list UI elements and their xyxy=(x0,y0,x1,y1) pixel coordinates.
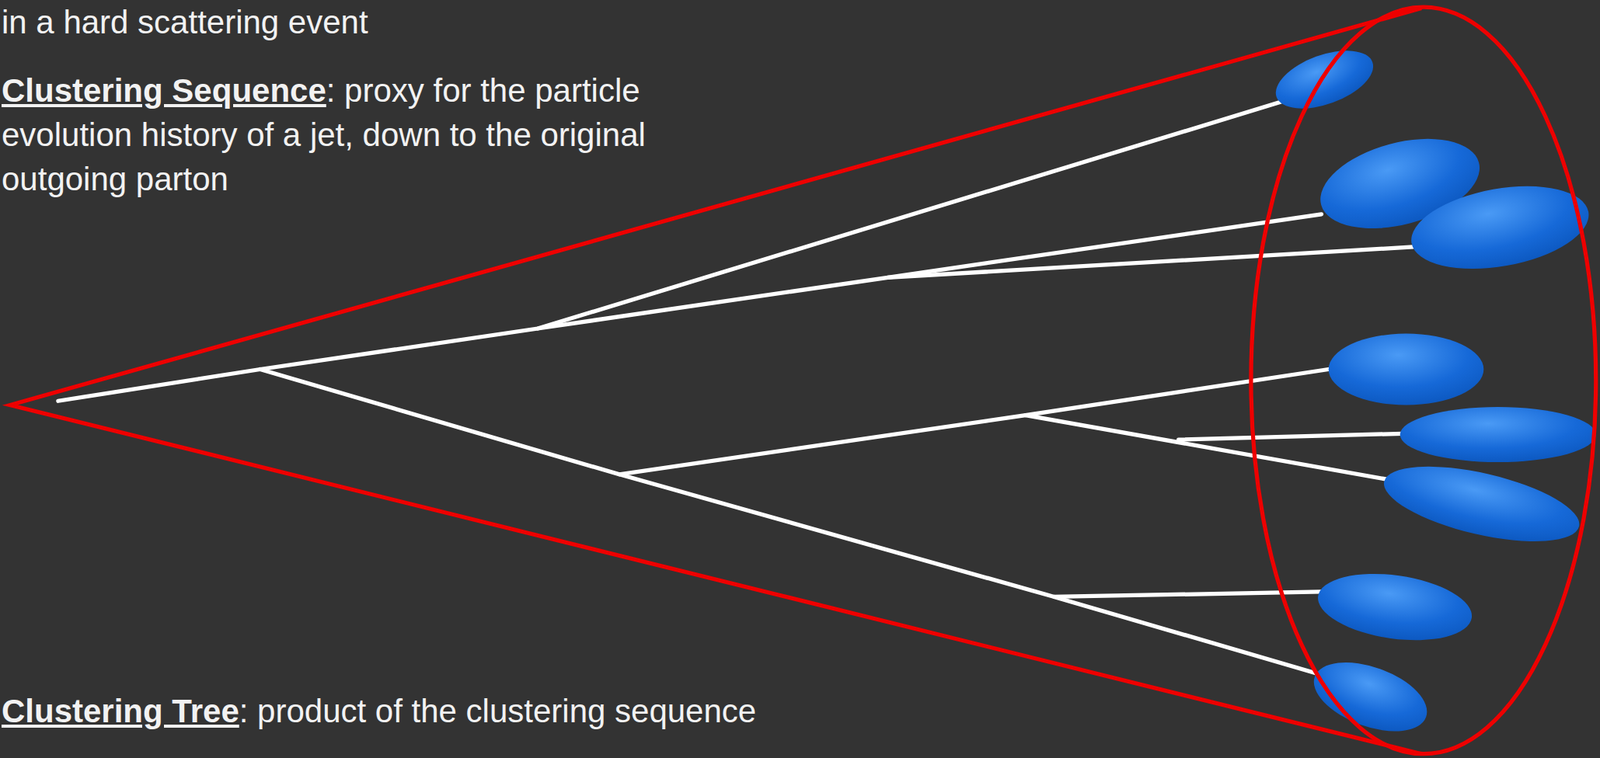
tree-branch xyxy=(260,369,1329,475)
definition-text: Clustering Tree: product of the clusteri… xyxy=(1,689,935,734)
note-text: in a hard scattering event xyxy=(1,3,369,41)
intro-line: in a hard scattering event xyxy=(1,0,779,45)
note-text: : product of the clustering sequence xyxy=(239,693,757,730)
term-heading: Clustering Sequence xyxy=(1,72,327,109)
particle xyxy=(1268,38,1381,120)
particle xyxy=(1404,174,1596,282)
tree-branch xyxy=(619,474,1322,598)
term-heading: Clustering Tree xyxy=(1,693,240,730)
particle xyxy=(1328,334,1485,406)
tree-branch xyxy=(537,214,1322,329)
particle xyxy=(1376,452,1587,558)
particle xyxy=(1314,564,1477,649)
tree-branch xyxy=(1178,433,1404,440)
cone-mouth xyxy=(1251,6,1597,755)
clustering-tree xyxy=(58,101,1414,674)
tree-branch xyxy=(1025,415,1388,481)
particle xyxy=(1400,407,1597,463)
tree-branch xyxy=(887,247,1413,278)
definition-text: Clustering Sequence: proxy for the parti… xyxy=(1,68,736,202)
tree-branch xyxy=(1053,596,1316,674)
